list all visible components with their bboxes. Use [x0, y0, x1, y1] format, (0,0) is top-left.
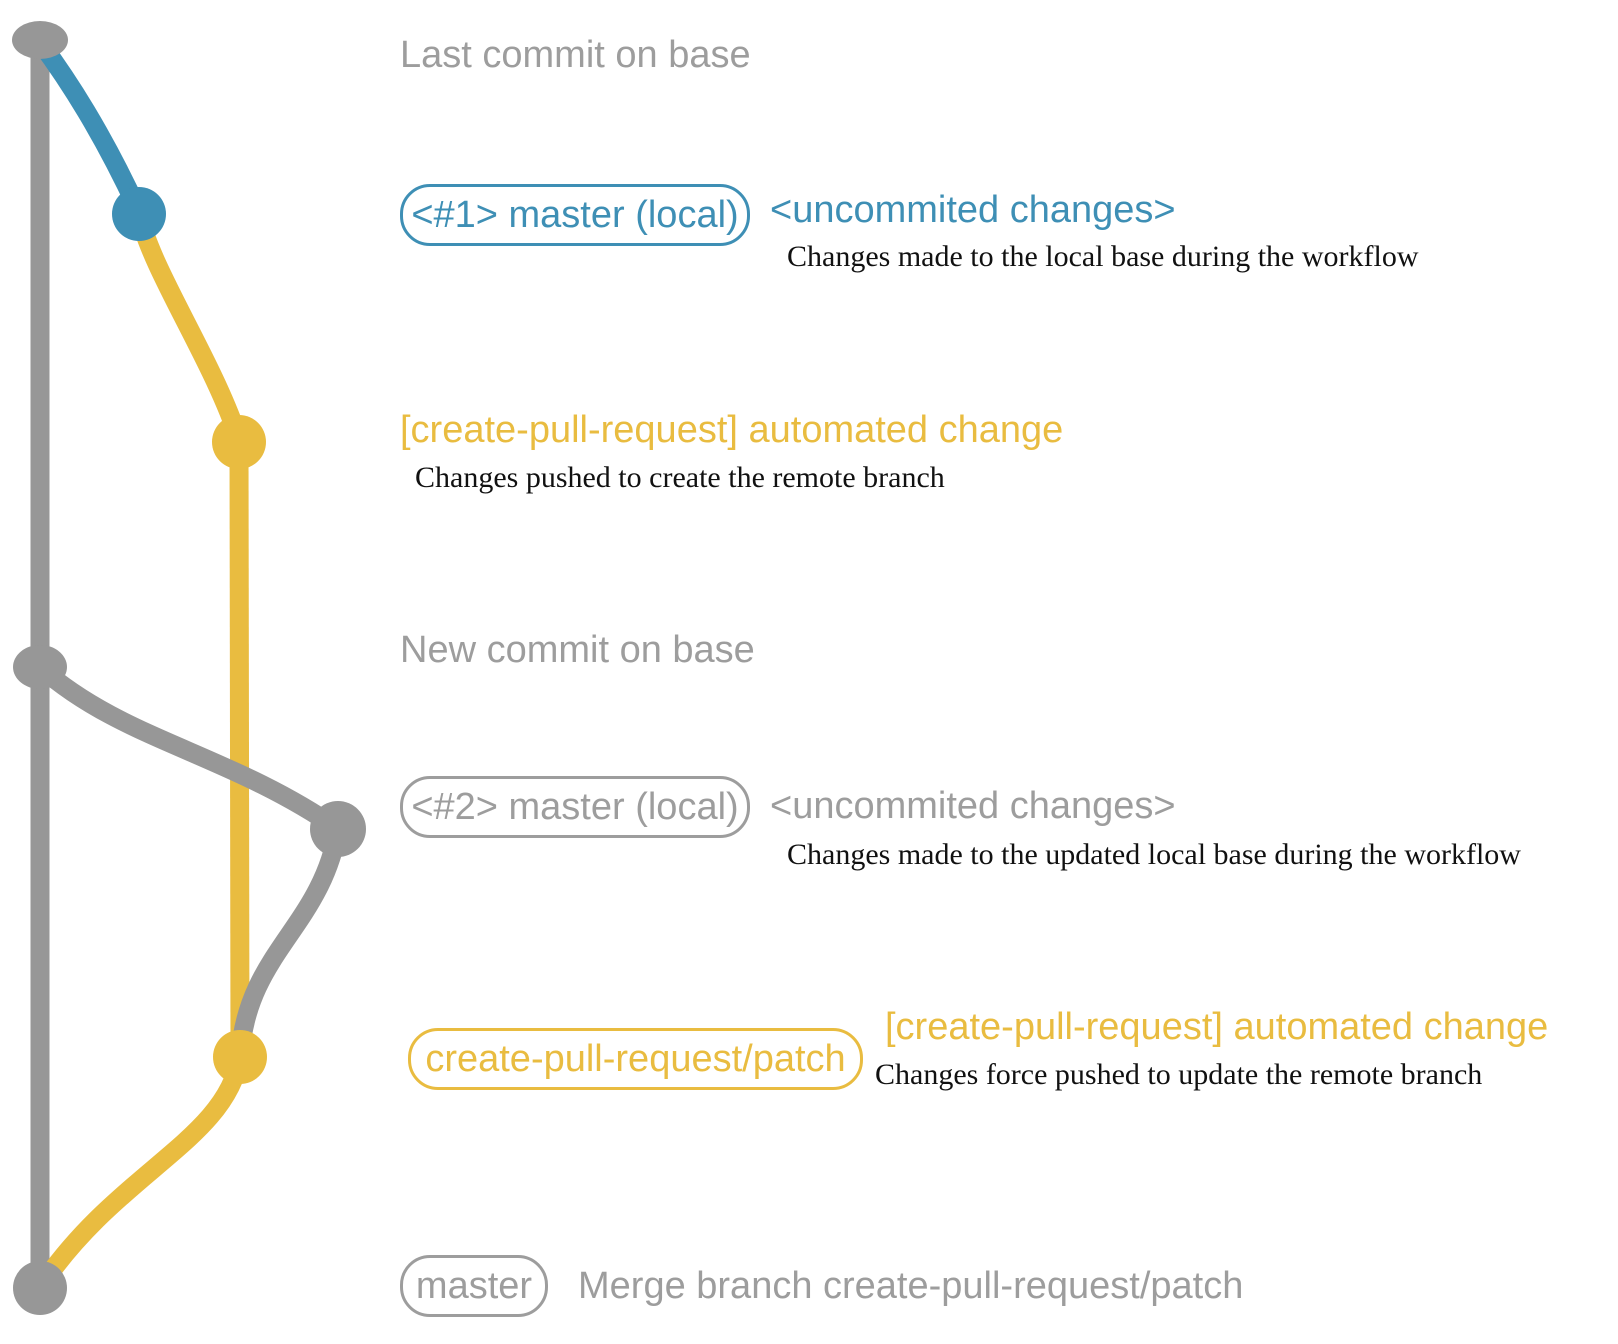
- branch-badge-patch: create-pull-request/patch: [408, 1028, 863, 1090]
- merge-commit-message: Merge branch create-pull-request/patch: [578, 1265, 1244, 1307]
- commit-dot-base-last: [12, 21, 68, 59]
- commit-dot-patch-1: [212, 415, 266, 469]
- push1-commit-message: [create-pull-request] automated change: [400, 409, 1064, 451]
- push2-description: Changes force pushed to update the remot…: [875, 1058, 1483, 1091]
- branch-patch-curve-1: [129, 204, 249, 450]
- commit-dot-patch-2: [213, 1030, 267, 1084]
- commit-dot-local-1: [112, 187, 166, 241]
- push2-commit-message: [create-pull-request] automated change: [885, 1006, 1549, 1048]
- new-commit-label: New commit on base: [400, 629, 755, 671]
- push1-description: Changes pushed to create the remote bran…: [415, 461, 945, 494]
- uncommited-changes-label-1: <uncommited changes>: [770, 189, 1176, 231]
- branch-local-master2-curve: [30, 657, 348, 839]
- commit1-description: Changes made to the local base during th…: [787, 240, 1419, 273]
- branch-patch-merge-curve: [31, 1047, 250, 1296]
- uncommited-changes-label-2: <uncommited changes>: [770, 785, 1176, 827]
- ref-badge-master-local-1: <#1> master (local): [400, 184, 750, 246]
- commit2-description: Changes made to the updated local base d…: [787, 838, 1521, 871]
- last-commit-label: Last commit on base: [400, 34, 751, 76]
- branch-patch-line: [229, 440, 250, 1057]
- commit-dot-local-2: [310, 801, 366, 857]
- branch-local-master2-to-patch-curve: [230, 819, 348, 1066]
- branch-badge-master: master: [400, 1255, 548, 1317]
- ref-badge-master-local-2: <#2> master (local): [400, 776, 750, 838]
- commit-dot-merge: [13, 1261, 67, 1315]
- commit-dot-base-new: [13, 645, 67, 689]
- branch-local-master-curve: [30, 32, 149, 222]
